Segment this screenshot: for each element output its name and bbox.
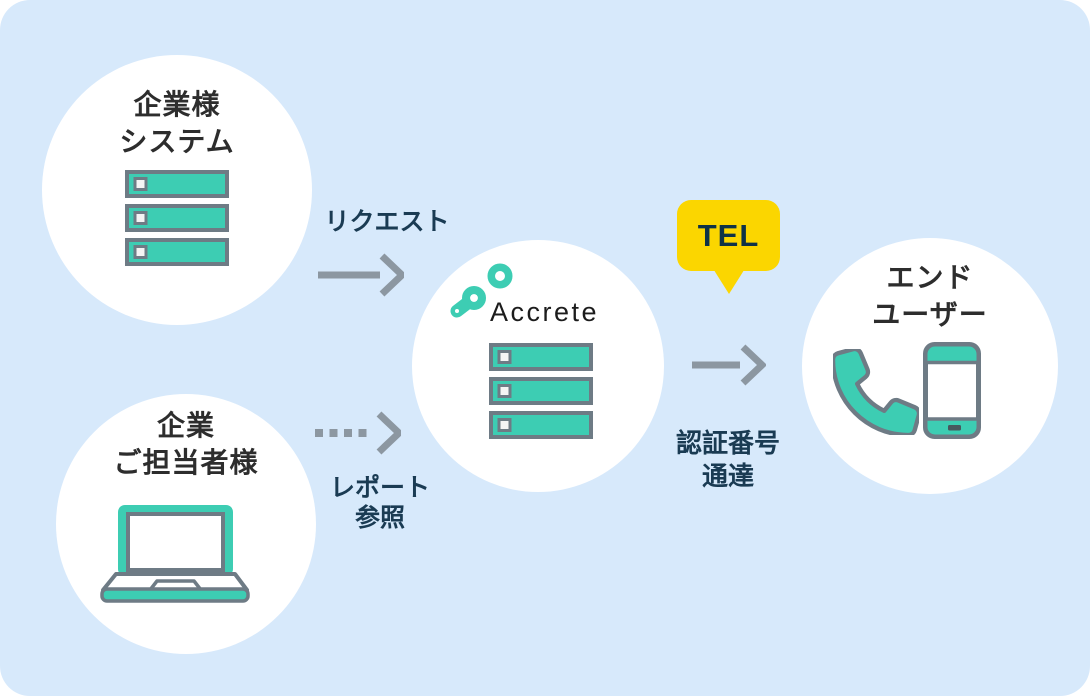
accrete-brand-text: Accrete [490,297,600,327]
phone-handset-icon [833,349,919,435]
server-icon [489,343,593,439]
node-company-system-title: 企業様 システム [42,86,312,160]
node-end-user-title: エンド ユーザー [802,259,1058,333]
request-label: リクエスト [324,208,450,236]
title-line: ご担当者様 [113,447,259,478]
report-arrow-icon [315,411,401,455]
node-company-staff-title: 企業 ご担当者様 [56,407,316,481]
tel-badge-text: TEL [697,218,760,253]
notify-arrow-icon [692,344,766,386]
laptop-icon [100,505,250,603]
title-line: システム [119,126,235,157]
server-icon [125,170,229,266]
tel-badge-tail [711,267,746,294]
label-line: 認証番号 [675,428,780,458]
title-line: エンド [886,262,974,293]
title-line: 企業様 [133,89,221,120]
accrete-logo-icon [450,263,513,318]
title-line: ユーザー [872,299,988,330]
title-line: 企業 [156,410,215,441]
report-label: レポート 参照 [290,473,470,533]
smartphone-icon [923,342,981,439]
label-line: レポート [329,474,430,502]
notify-label: 認証番号 通達 [638,427,818,493]
label-line: 通達 [701,461,754,491]
label-line: 参照 [354,504,405,532]
request-arrow-icon [318,253,404,297]
tel-badge: TEL [677,200,780,294]
